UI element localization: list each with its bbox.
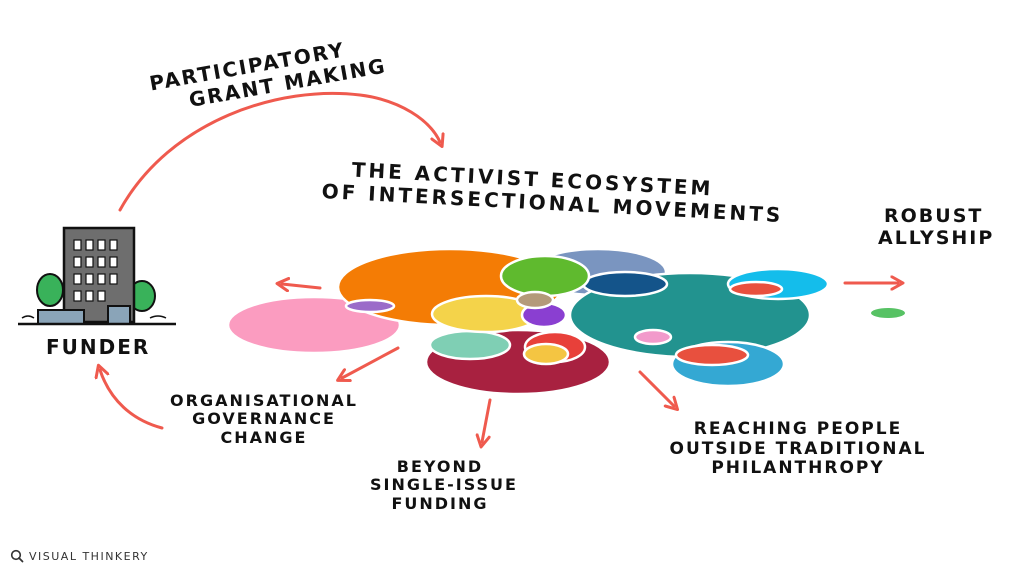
bubble-mint <box>428 329 512 361</box>
bubble-navy <box>581 270 669 298</box>
label-robust-allyship: ROBUST ALLYSHIP <box>878 205 995 250</box>
label-reaching-people: REACHING PEOPLE OUTSIDE TRADITIONAL PHIL… <box>658 419 938 479</box>
reaching-line-3: PHILANTHROPY <box>711 458 885 479</box>
bubble-tan <box>515 290 555 310</box>
bubble-green <box>499 254 591 298</box>
magnifier-logo-icon <box>10 549 24 563</box>
funder-building-icon <box>18 226 176 326</box>
bubble-pink-strip <box>344 298 396 314</box>
reaching-line-1: REACHING PEOPLE <box>693 419 903 439</box>
allyship-line-1: ROBUST <box>884 205 984 227</box>
label-governance-change: ORGANISATIONAL GOVERNANCE CHANGE <box>166 391 362 447</box>
bubble-red-small <box>728 280 784 298</box>
arrow-reaching <box>638 370 674 406</box>
bubble-pink-small <box>633 328 673 346</box>
governance-line-1: ORGANISATIONAL <box>170 391 358 410</box>
bubble-green-detached <box>871 308 905 318</box>
governance-line-2: GOVERNANCE <box>192 409 336 429</box>
single-issue-line-1: BEYOND <box>396 457 484 476</box>
governance-line-3: CHANGE <box>220 427 308 447</box>
reaching-line-2: OUTSIDE TRADITIONAL <box>669 438 927 459</box>
arrow-governance <box>342 346 400 378</box>
participatory-arc-arrow <box>118 91 440 212</box>
credit-text: VISUAL THINKERY <box>29 549 149 563</box>
ecosystem-bubbles <box>226 247 830 396</box>
allyship-line-2: ALLYSHIP <box>878 226 995 249</box>
label-beyond-single-issue: BEYOND SINGLE-ISSUE FUNDING <box>370 457 518 513</box>
bubble-coral <box>674 343 750 367</box>
single-issue-line-3: FUNDING <box>391 493 489 513</box>
credit: VISUAL THINKERY <box>10 549 149 563</box>
arrow-to-funder <box>100 370 164 430</box>
label-funder: FUNDER <box>46 335 151 359</box>
arrow-left <box>282 284 322 288</box>
arrow-single-issue <box>482 398 492 442</box>
single-issue-line-2: SINGLE-ISSUE <box>370 475 518 495</box>
bubble-yellow-small <box>522 342 570 366</box>
